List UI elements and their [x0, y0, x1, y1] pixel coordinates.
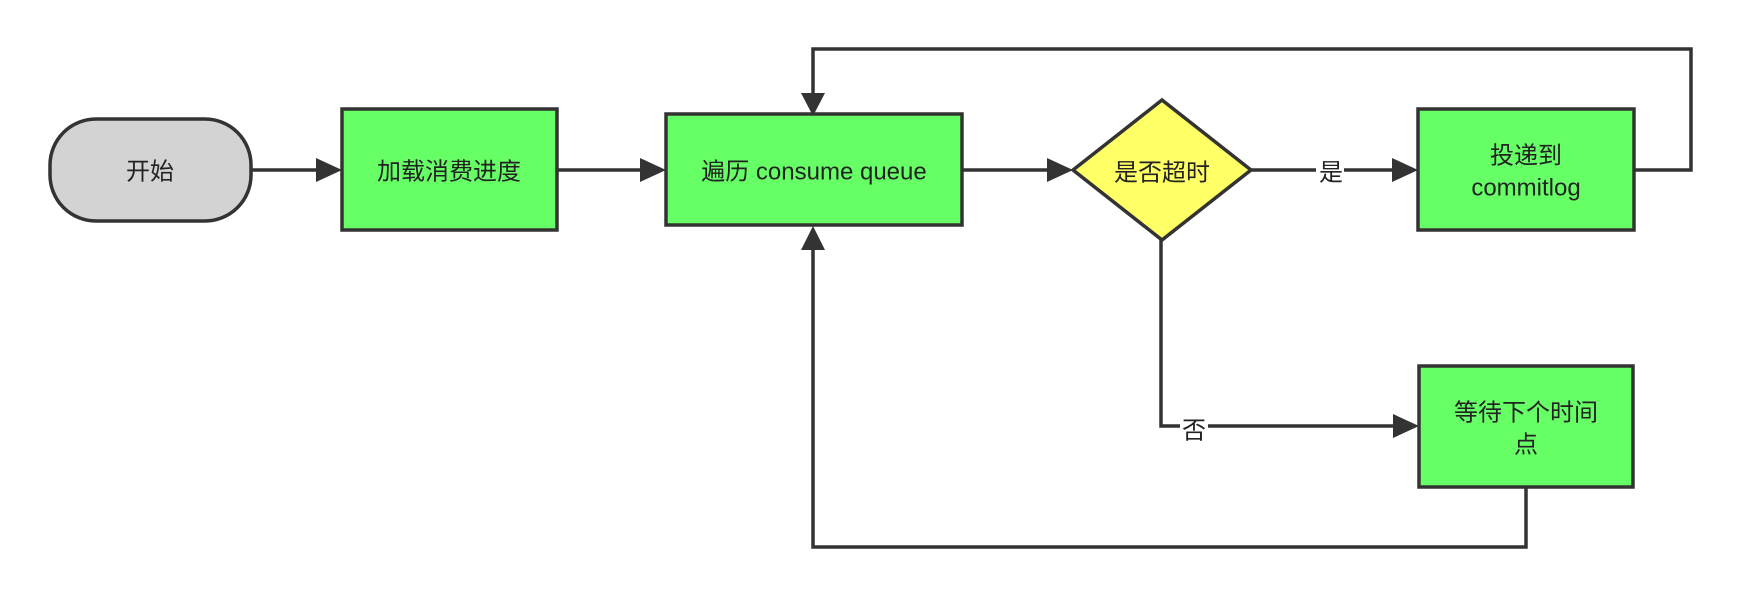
- arrowhead-wait-loop-to-traverse: [801, 226, 825, 250]
- wait-node-label-line2: 点: [1514, 432, 1538, 459]
- no-label: 否: [1182, 418, 1206, 445]
- start-node: [48, 117, 253, 223]
- arrowhead-deliver-loop-to-traverse: [801, 93, 825, 116]
- deliver-node-label-line1: 投递到: [1490, 143, 1562, 170]
- wait-next-time-node: [1417, 364, 1635, 489]
- start-node-label: 开始: [126, 159, 174, 186]
- load-progress-node-label: 加载消费进度: [377, 159, 521, 186]
- deliver-to-commitlog-node: [1416, 107, 1636, 232]
- arrowhead-traverse-to-decision: [1047, 158, 1073, 182]
- arrowhead-decision-to-deliver: [1392, 158, 1418, 182]
- edge-deliver-loop-to-traverse: [811, 47, 1693, 172]
- yes-label-background: [1316, 157, 1344, 185]
- arrowhead-load-to-traverse: [640, 158, 666, 182]
- wait-node-label-line1: 等待下个时间: [1454, 400, 1598, 427]
- edge-wait-loop-to-traverse: [811, 250, 1528, 549]
- deliver-node-label-line2: commitlog: [1471, 175, 1580, 202]
- traverse-consume-queue-node: [664, 112, 964, 227]
- edge-decision-to-wait: [1159, 240, 1393, 428]
- arrowhead-decision-to-wait: [1393, 414, 1419, 438]
- arrowhead-start-to-load: [316, 158, 342, 182]
- timeout-decision-node: [1070, 97, 1254, 243]
- no-label-background: [1180, 417, 1208, 447]
- load-progress-node: [340, 107, 559, 232]
- timeout-decision-node-label: 是否超时: [1114, 160, 1210, 187]
- yes-label: 是: [1319, 160, 1343, 187]
- traverse-consume-queue-node-label: 遍历 consume queue: [701, 159, 926, 186]
